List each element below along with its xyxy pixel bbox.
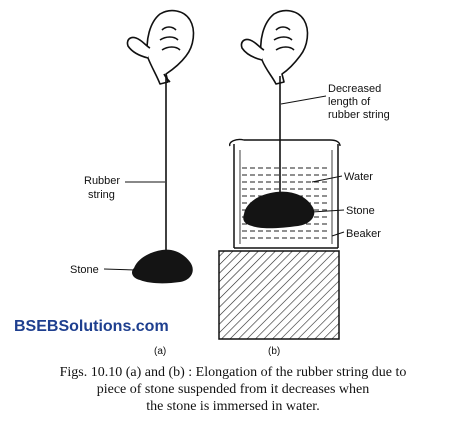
leader-stone-a — [103, 268, 137, 271]
stone-b — [243, 191, 315, 229]
beaker — [229, 138, 341, 249]
label-decreased-3: rubber string — [328, 109, 390, 121]
label-water: Water — [344, 171, 373, 183]
caption-line-1: Figs. 10.10 (a) and (b) : Elongation of … — [59, 365, 407, 380]
watermark-logo: BSEBSolutions.com — [14, 318, 169, 336]
leader-decreased-length — [280, 95, 327, 105]
label-beaker: Beaker — [346, 228, 381, 240]
label-stone-b: Stone — [346, 205, 375, 217]
watermark-part1: BSEB — [14, 318, 59, 335]
label-rubber-string-1: Rubber — [84, 175, 120, 187]
figure-caption: Figs. 10.10 (a) and (b) : Elongation of … — [0, 364, 466, 415]
label-decreased-2: length of — [328, 96, 371, 108]
label-panel-a: (a) — [154, 346, 166, 357]
hatched-block — [218, 250, 340, 340]
hand-b-icon — [240, 9, 309, 85]
leader-stone-b — [311, 209, 345, 213]
watermark-part2: Solutions.com — [58, 318, 169, 335]
panel-b: Decreased length of rubber string Water … — [218, 9, 390, 357]
leader-beaker — [331, 231, 345, 237]
label-decreased-1: Decreased — [328, 83, 381, 95]
hand-a-icon — [126, 9, 195, 85]
label-panel-b: (b) — [268, 346, 280, 357]
leader-water — [311, 175, 343, 183]
panel-a: Rubber string Stone (a) — [70, 9, 195, 357]
label-rubber-string-2: string — [88, 189, 115, 201]
label-stone-a: Stone — [70, 264, 99, 276]
caption-line-3: the stone is immersed in water. — [146, 399, 320, 414]
caption-line-2: piece of stone suspended from it decreas… — [96, 382, 370, 397]
stone-a — [132, 249, 193, 284]
